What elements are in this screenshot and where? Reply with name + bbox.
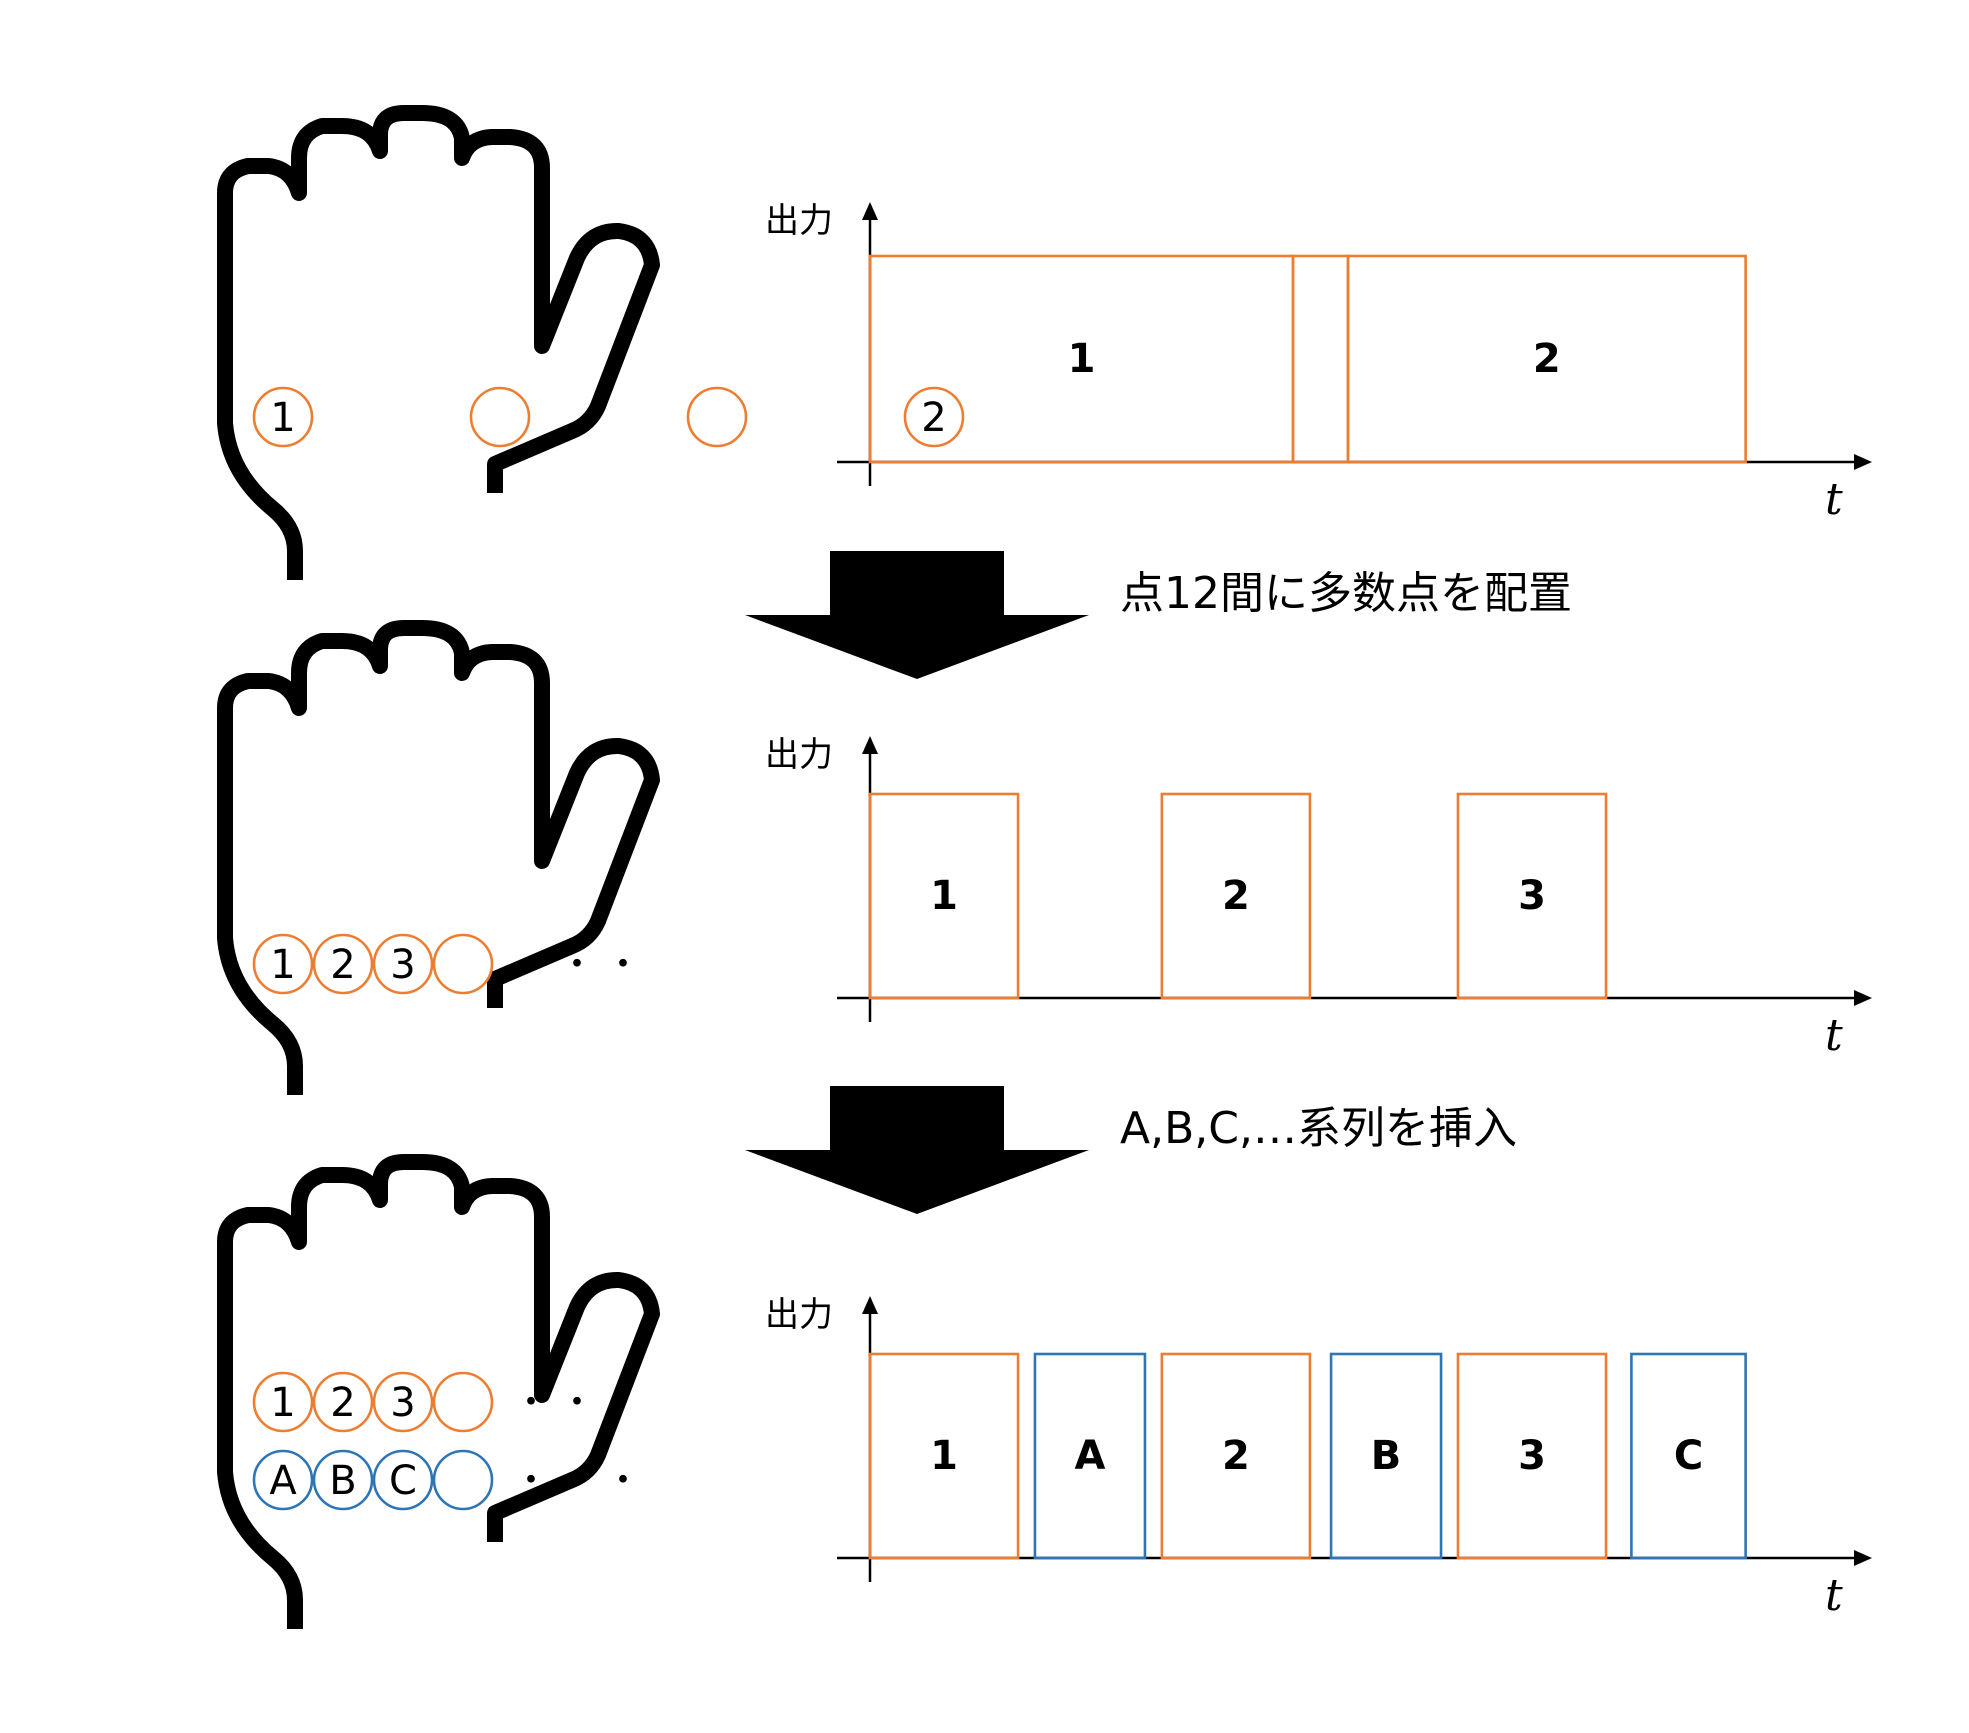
marker-label: B [329, 1458, 356, 1504]
down-arrow-icon [745, 551, 1089, 679]
marker-label: 2 [330, 1380, 355, 1426]
pulse-bar [1346, 254, 1747, 464]
marker-label: 2 [921, 395, 946, 441]
marker-circle [252, 1449, 314, 1511]
marker-label: C [389, 1458, 417, 1504]
step-caption: 点12間に多数点を配置 [1120, 568, 1572, 619]
pulse-bar [1291, 254, 1350, 464]
marker-circle [372, 933, 434, 995]
x-axis-arrowhead [1854, 990, 1872, 1006]
y-axis-label: 出力 [765, 201, 833, 241]
marker-circle [252, 1371, 314, 1433]
marker-circle [312, 1371, 374, 1433]
pulse-bar [1160, 1352, 1312, 1560]
pulse-label: 1 [930, 873, 958, 919]
x-axis-label: t [1825, 474, 1843, 525]
step-1: 点12間に多数点を配置 [745, 551, 1572, 679]
y-axis-arrowhead [862, 202, 878, 220]
pulse-chart: 出力 t 1 2 [765, 201, 1872, 525]
step-arrows: 点12間に多数点を配置 A,B,C,…系列を挿入 [745, 551, 1572, 1214]
pulse-label: 2 [1222, 1433, 1250, 1479]
marker-circle [903, 386, 965, 448]
pulse-label: 1 [930, 1433, 958, 1479]
pulse-label: B [1371, 1433, 1402, 1479]
pulse-chart: 出力 t 1 A 2 B 3 C [765, 1295, 1872, 1621]
pulse-label: 1 [1068, 336, 1096, 382]
marker-label: 3 [390, 942, 415, 988]
ellipsis-text: ・・・ [513, 1460, 651, 1501]
y-axis-label: 出力 [765, 735, 833, 775]
marker-circle [432, 1449, 494, 1511]
hand-icon [225, 113, 652, 580]
marker-label: 1 [270, 942, 295, 988]
pulse-chart: 出力 t 1 2 3 [765, 735, 1872, 1061]
x-axis-arrowhead [1854, 454, 1872, 470]
x-axis-label: t [1825, 1570, 1843, 1621]
marker-label: 1 [270, 1380, 295, 1426]
y-axis-arrowhead [862, 736, 878, 754]
pulse-bar [1329, 1352, 1443, 1560]
pulse-label: 2 [1222, 873, 1250, 919]
pulse-label: A [1074, 1433, 1105, 1479]
y-axis-label: 出力 [765, 1295, 833, 1335]
step-2: A,B,C,…系列を挿入 [745, 1086, 1517, 1214]
pulse-bar [1456, 792, 1608, 1000]
marker-circle [312, 1449, 374, 1511]
pulse-bar [868, 1352, 1020, 1560]
marker-circle [372, 1449, 434, 1511]
pulse-bar [868, 792, 1020, 1000]
pulse-bar [1630, 1352, 1747, 1560]
pulse-bar [1456, 1352, 1608, 1560]
marker-label: A [269, 1458, 297, 1504]
pulse-bar [1033, 1352, 1147, 1560]
pulse-label: C [1674, 1433, 1703, 1479]
marker-circle [372, 1371, 434, 1433]
marker-circle [252, 933, 314, 995]
y-axis-arrowhead [862, 1296, 878, 1314]
pulse-label: 3 [1518, 873, 1546, 919]
hand-icon [225, 628, 652, 1095]
x-axis-label: t [1825, 1010, 1843, 1061]
pulse-label: 3 [1518, 1433, 1546, 1479]
step-caption: A,B,C,…系列を挿入 [1120, 1103, 1517, 1154]
marker-label: 2 [330, 942, 355, 988]
down-arrow-icon [745, 1086, 1089, 1214]
marker-circle [312, 933, 374, 995]
ellipsis-text: ・・・ [513, 1382, 651, 1423]
marker-circle [252, 386, 314, 448]
marker-label: 3 [390, 1380, 415, 1426]
marker-circle [686, 386, 748, 448]
marker-circle [432, 1371, 494, 1433]
marker-label: 1 [270, 395, 295, 441]
x-axis-arrowhead [1854, 1550, 1872, 1566]
marker-circle [432, 933, 494, 995]
marker-circle [469, 386, 531, 448]
pulse-label: 2 [1533, 336, 1561, 382]
ellipsis-text: ・・・ [513, 944, 651, 985]
pulse-bar [1160, 792, 1312, 1000]
